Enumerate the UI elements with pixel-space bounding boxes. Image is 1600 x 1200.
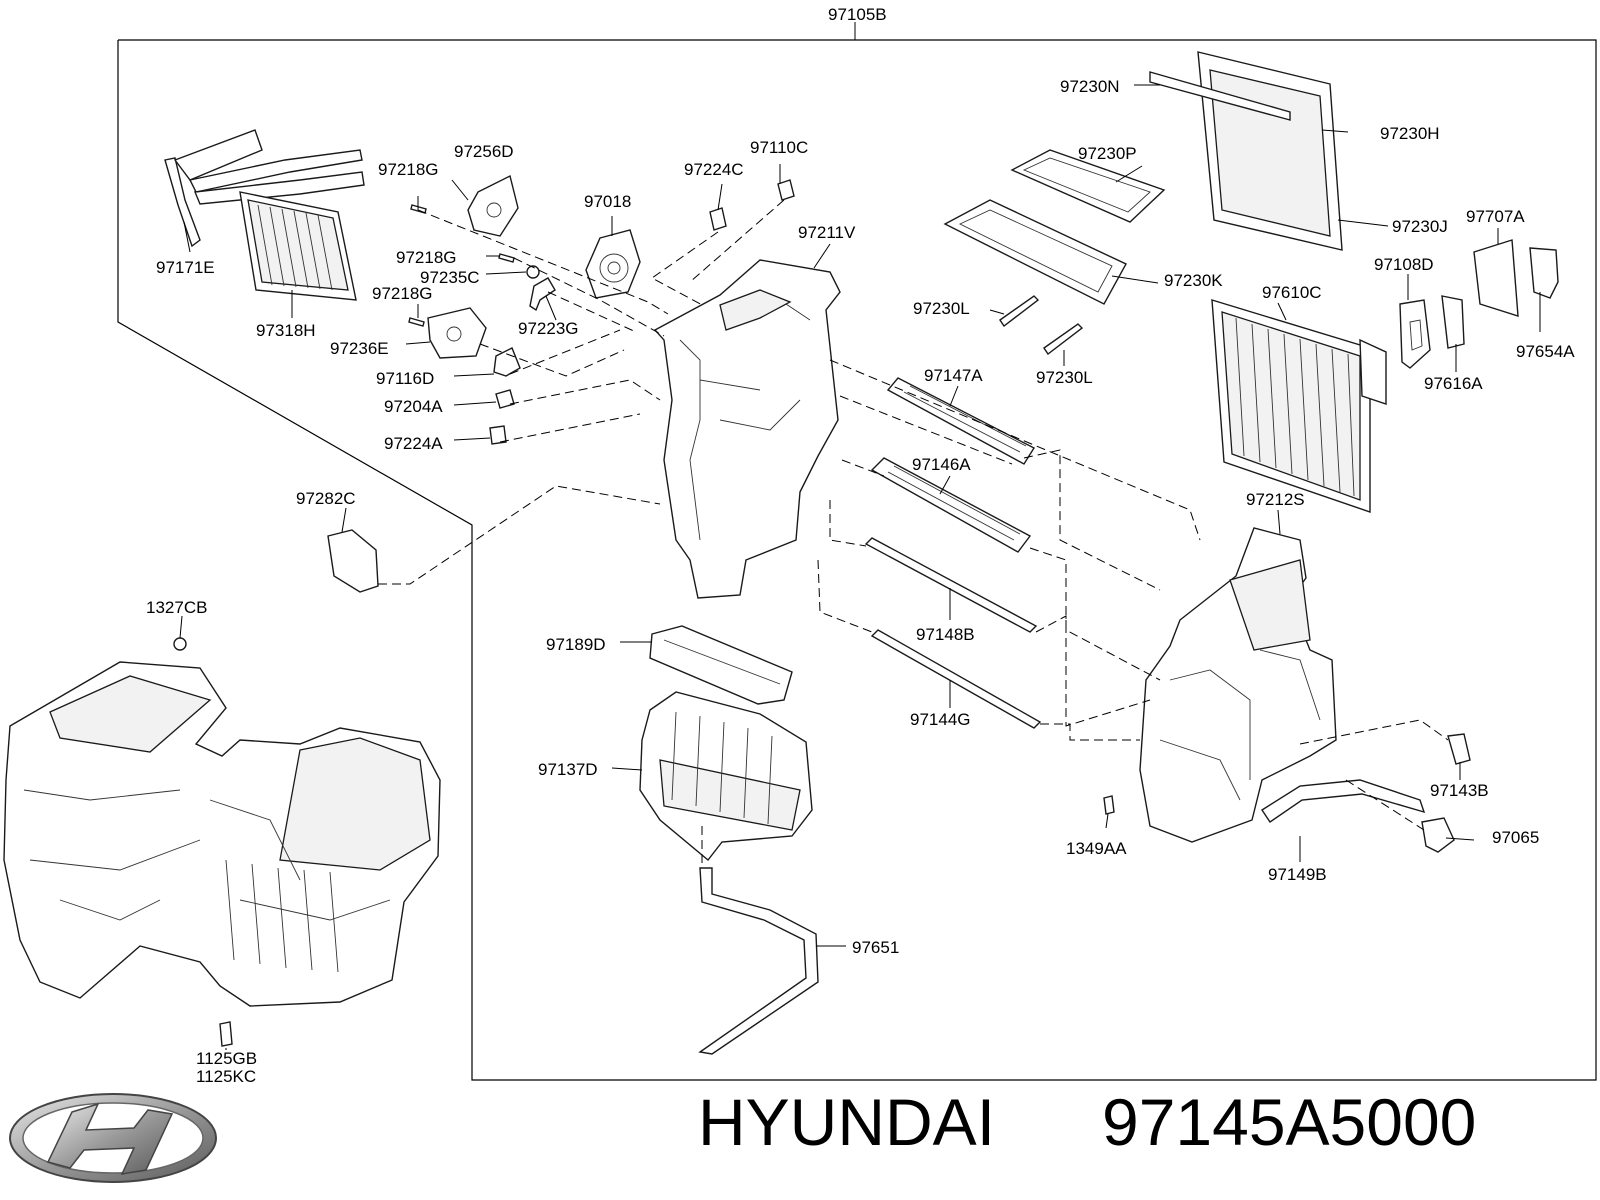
hyundai-logo-icon xyxy=(9,1093,217,1183)
callout-label: 97318H xyxy=(256,321,316,340)
rod-97144g xyxy=(870,629,1042,729)
part-number: 97145A5000 xyxy=(1102,1085,1477,1159)
callout-label: 1125GB xyxy=(196,1049,257,1068)
duct-97189d xyxy=(649,625,793,705)
right-case-97212s xyxy=(1139,527,1337,843)
heater-pipe-bracket xyxy=(164,129,365,248)
callout-label: 1327CB xyxy=(146,598,207,617)
left-case-97211v xyxy=(653,259,841,599)
callout-label: 97654A xyxy=(1516,342,1575,361)
callout-label: 97224A xyxy=(384,434,443,453)
block-97282c xyxy=(327,529,379,593)
callout-label: 97651 xyxy=(852,938,899,957)
callout-label: 97230L xyxy=(1036,368,1093,387)
callout-label: 97148B xyxy=(916,625,975,644)
door-97147a xyxy=(886,377,1035,465)
actuator-97236e xyxy=(427,307,487,359)
callout-label: 97230H xyxy=(1380,124,1440,143)
callout-label: 97218G xyxy=(378,160,439,179)
door-97146a xyxy=(870,457,1032,553)
callout-label: 97018 xyxy=(584,192,631,211)
drain-hose-97651 xyxy=(698,867,819,1055)
clip-1349aa xyxy=(1103,795,1115,815)
sensor-97065 xyxy=(1421,817,1455,853)
filter-frame-97230k xyxy=(943,199,1127,305)
callout-label: 97236E xyxy=(330,339,389,358)
callout-label: 97282C xyxy=(296,489,356,508)
callout-label: 97204A xyxy=(384,397,443,416)
assembly-label: 97105B xyxy=(828,5,887,24)
callout-label: 97610C xyxy=(1262,283,1322,302)
rod-97148b xyxy=(864,537,1038,633)
callout-label: 97218G xyxy=(372,284,433,303)
callout-label: 97230L xyxy=(913,299,970,318)
filter-strips-97230l xyxy=(999,295,1084,356)
clamps xyxy=(489,347,521,445)
filter-cover-97230h xyxy=(1149,51,1343,251)
evaporator-97610c xyxy=(1211,299,1387,513)
callout-label: 97144G xyxy=(910,710,971,729)
callout-label: 97230K xyxy=(1164,271,1223,290)
sensor-97143b xyxy=(1447,733,1471,765)
callout-label: 97116D xyxy=(376,369,434,388)
callout-label: 97616A xyxy=(1424,374,1483,393)
gasket-97654a xyxy=(1529,247,1559,299)
filter-seal-97230p xyxy=(1010,149,1166,223)
hvac-assembly xyxy=(3,637,441,1047)
callout-label: 97707A xyxy=(1466,207,1525,226)
lower-case-97137d xyxy=(639,691,813,862)
callout-label: 97230P xyxy=(1078,144,1137,163)
seal-97108d xyxy=(1399,299,1431,369)
actuator-97256d xyxy=(467,174,519,237)
callout-label: 97146A xyxy=(912,455,971,474)
callout-label: 97065 xyxy=(1492,828,1539,847)
leader-lines xyxy=(179,84,1541,1050)
callout-labels: 97105B 97230N 97230H 97230P 97230J 97707… xyxy=(146,5,1575,1086)
callout-label: 97256D xyxy=(454,142,514,161)
callout-label: 97147A xyxy=(924,366,983,385)
assembly-frame xyxy=(117,22,1597,1081)
assembly-dashed-lines xyxy=(378,199,1449,866)
callout-label: 97230J xyxy=(1392,217,1448,236)
callout-label: 97230N xyxy=(1060,77,1120,96)
callout-label: 97149B xyxy=(1268,865,1327,884)
callout-label: 97143B xyxy=(1430,781,1489,800)
callout-label: 97171E xyxy=(156,258,215,277)
drain-hose-97149b xyxy=(1261,779,1426,823)
callout-label: 1125KC xyxy=(196,1067,256,1086)
callout-label: 97211V xyxy=(798,223,856,242)
callout-label: 97110C xyxy=(750,138,808,157)
callout-label: 97218G xyxy=(396,248,457,267)
callout-label: 97108D xyxy=(1374,255,1434,274)
brand-name: HYUNDAI xyxy=(698,1085,996,1159)
callout-label: 97235C xyxy=(420,268,480,287)
seal-97616a xyxy=(1441,295,1465,349)
callout-label: 97189D xyxy=(546,635,606,654)
callout-label: 97224C xyxy=(684,160,744,179)
heater-core xyxy=(239,191,357,301)
callout-label: 97137D xyxy=(538,760,598,779)
gasket-97707a xyxy=(1473,239,1519,317)
callout-label: 97223G xyxy=(518,319,579,338)
mode-motor-97018 xyxy=(585,229,641,299)
callout-label: 97212S xyxy=(1246,490,1305,509)
callout-label: 1349AA xyxy=(1066,839,1127,858)
